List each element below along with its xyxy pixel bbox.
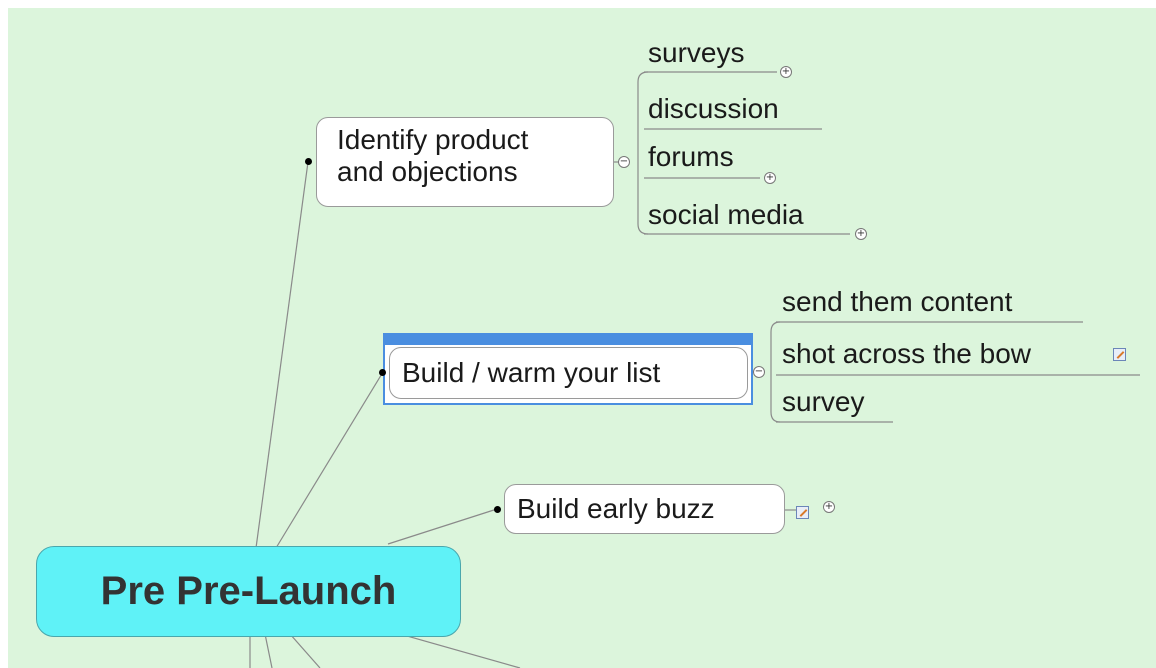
topic-build-early-buzz[interactable]: Build early buzz	[504, 484, 785, 534]
topic-identify-product[interactable]: Identify product and objections	[316, 117, 614, 207]
notes-icon[interactable]	[796, 506, 809, 519]
subtopic-surveys[interactable]: surveys	[648, 37, 745, 68]
topic-identify-line1: Identify product	[337, 124, 529, 155]
forums-expand-toggle[interactable]: +	[764, 172, 776, 184]
central-topic[interactable]: Pre Pre-Launch	[36, 546, 461, 637]
subtopic-social-media[interactable]: social media	[648, 199, 804, 230]
topic-buzz-label: Build early buzz	[517, 493, 715, 524]
subtopic-send-them-content[interactable]: send them content	[782, 286, 1013, 317]
identify-attach-dot	[305, 158, 312, 165]
social-media-expand-toggle[interactable]: +	[855, 228, 867, 240]
buzz-attach-dot	[494, 506, 501, 513]
warm-list-attach-dot	[379, 369, 386, 376]
buzz-expand-toggle[interactable]: +	[823, 501, 835, 513]
warm-list-collapse-toggle[interactable]: −	[753, 366, 765, 378]
notes-icon[interactable]	[1113, 348, 1126, 361]
topic-identify-line2: and objections	[337, 156, 518, 187]
identify-collapse-toggle[interactable]: −	[618, 156, 630, 168]
central-topic-label: Pre Pre-Launch	[100, 569, 397, 613]
subtopic-survey[interactable]: survey	[782, 386, 865, 417]
subtopic-discussion[interactable]: discussion	[648, 93, 779, 124]
surveys-expand-toggle[interactable]: +	[780, 66, 792, 78]
topic-warm-list-label: Build / warm your list	[402, 357, 661, 388]
subtopic-shot-across-the-bow[interactable]: shot across the bow	[782, 338, 1032, 369]
topic-build-warm-list[interactable]: Build / warm your list	[389, 347, 748, 399]
subtopic-forums[interactable]: forums	[648, 141, 734, 172]
